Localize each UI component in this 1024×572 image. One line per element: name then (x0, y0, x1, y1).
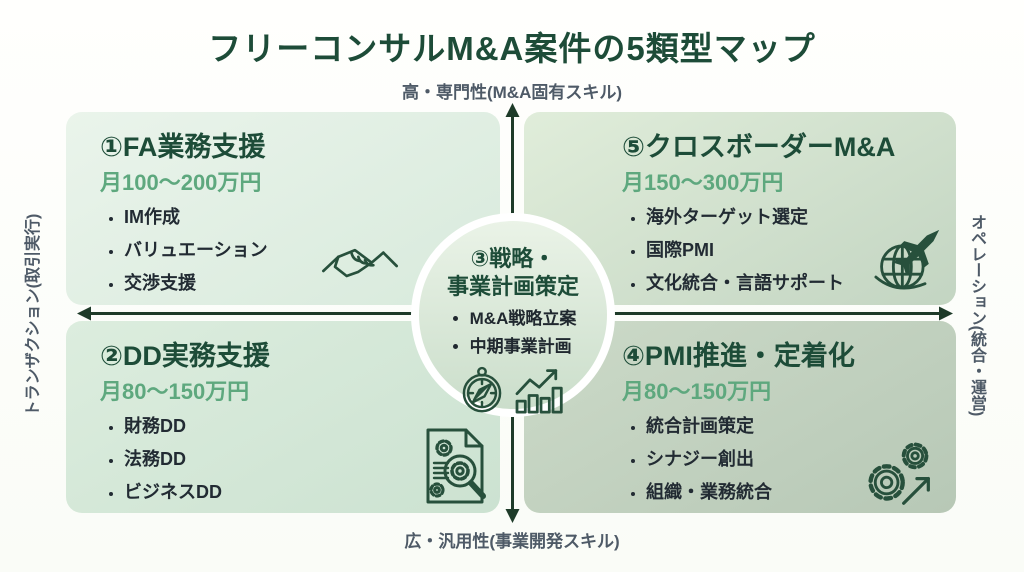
center-item-list: M&A戦略立案 中期事業計画 (450, 304, 577, 360)
quadrant-item-list: 海外ターゲット選定 国際PMI 文化統合・言語サポート (622, 203, 938, 295)
list-item: ビジネスDD (124, 478, 482, 504)
quadrant-price: 月80〜150万円 (622, 379, 772, 404)
quadrant-title: ⑤クロスボーダーM&A (622, 132, 896, 162)
list-item: IM作成 (124, 203, 482, 229)
quadrant-price: 月100〜200万円 (100, 170, 262, 195)
quadrant-item-list: IM作成 バリュエーション 交渉支援 (100, 203, 482, 295)
list-item: 国際PMI (646, 236, 938, 262)
growth-chart-icon (515, 366, 567, 414)
list-item: バリュエーション (124, 236, 482, 262)
quadrant-title: ①FA業務支援 (100, 132, 266, 162)
quadrant-price: 月150〜300万円 (622, 170, 784, 195)
center-title: ③戦略・ 事業計画策定 (446, 246, 579, 299)
axis-label-right: オペレーション(統合・運営) (968, 213, 985, 417)
document-search-icon (416, 426, 492, 506)
list-item: 中期事業計画 (470, 332, 577, 357)
gears-arrow-icon (862, 436, 934, 508)
quadrant-fa-support: ①FA業務支援 月100〜200万円 IM作成 バリュエーション 交渉支援 (66, 112, 500, 305)
quadrant-pmi: ④PMI推進・定着化 月80〜150万円 統合計画策定 シナジー創出 組織・業務… (524, 321, 956, 513)
quadrant-title: ②DD実務支援 (100, 341, 270, 371)
list-item: 交渉支援 (124, 269, 482, 295)
handshake-icon (320, 240, 400, 292)
list-item: 統合計画策定 (646, 412, 938, 438)
list-item: 財務DD (124, 412, 482, 438)
quadrant-cross-border: ⑤クロスボーダーM&A 月150〜300万円 海外ターゲット選定 国際PMI 文… (524, 112, 956, 305)
page-title: フリーコンサルM&A案件の5類型マップ (208, 30, 816, 67)
list-item: 海外ターゲット選定 (646, 203, 938, 229)
center-strategy-circle: ③戦略・ 事業計画策定 M&A戦略立案 中期事業計画 (419, 221, 607, 414)
axis-label-top: 高・専門性(M&A固有スキル) (401, 83, 623, 102)
list-item: 法務DD (124, 445, 482, 471)
list-item: シナジー創出 (646, 445, 938, 471)
axis-label-bottom: 広・汎用性(事業開発スキル) (404, 532, 620, 551)
center-icons-row (419, 364, 607, 414)
quadrant-title: ④PMI推進・定着化 (622, 341, 855, 371)
globe-plane-icon (874, 227, 942, 295)
list-item: M&A戦略立案 (470, 304, 577, 329)
quadrant-dd-support: ②DD実務支援 月80〜150万円 財務DD 法務DD ビジネスDD (66, 321, 500, 513)
list-item: 文化統合・言語サポート (646, 269, 938, 295)
quadrant-item-list: 統合計画策定 シナジー創出 組織・業務統合 (622, 412, 938, 504)
compass-icon (459, 364, 505, 414)
quadrant-item-list: 財務DD 法務DD ビジネスDD (100, 412, 482, 504)
quadrant-price: 月80〜150万円 (100, 379, 250, 404)
list-item: 組織・業務統合 (646, 478, 938, 504)
